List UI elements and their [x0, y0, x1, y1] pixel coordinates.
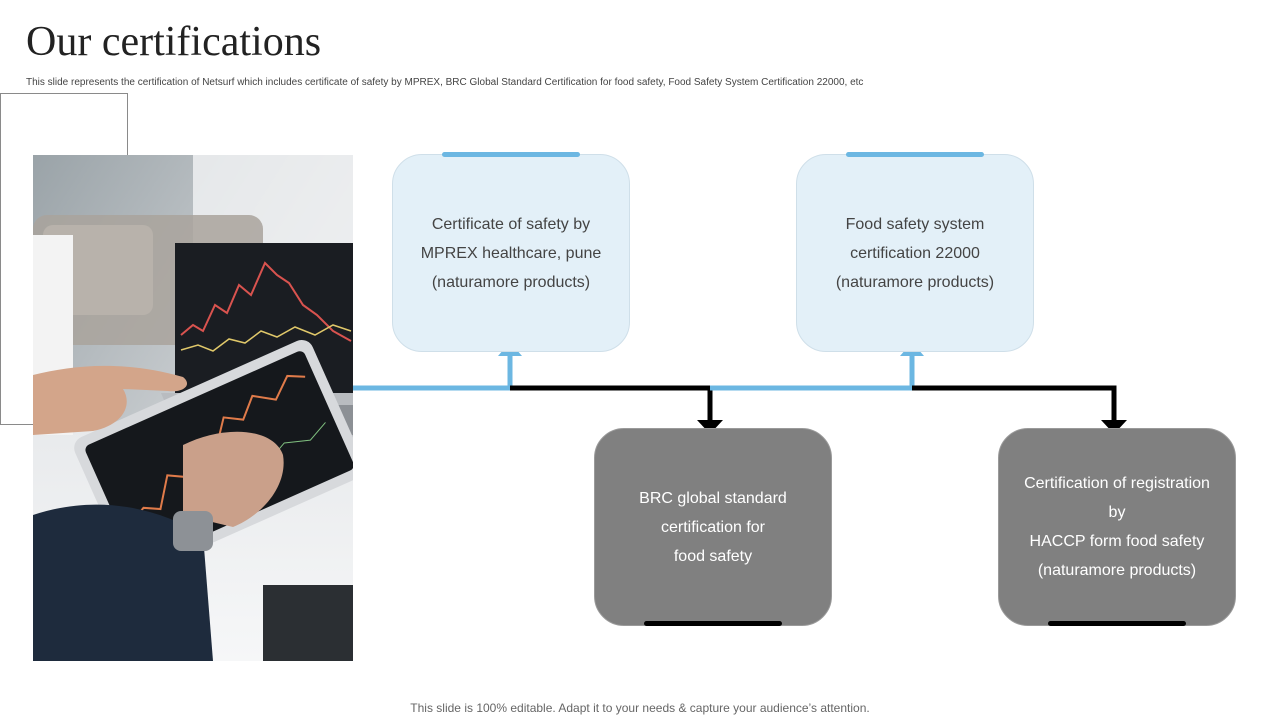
card-line: food safety [673, 547, 753, 565]
card-line: HACCP form food safety [1029, 533, 1205, 550]
tablet-chart-photo [33, 155, 353, 661]
card-line: Certificate of safety by [431, 215, 591, 233]
card-line: (naturamore products) [1037, 562, 1197, 579]
card-line: MPREX healthcare, pune [420, 244, 602, 262]
card-line: Certification of registration by [1024, 475, 1210, 521]
card-line: (naturamore products) [431, 273, 591, 291]
card-accent-bar [644, 621, 782, 626]
certification-card-haccp: Certification of registration by HACCP f… [998, 428, 1236, 626]
card-accent-bar [846, 152, 984, 157]
certification-card-mprex: Certificate of safety by MPREX healthcar… [392, 154, 630, 352]
card-line: (naturamore products) [835, 273, 995, 291]
card-line: Food safety system [845, 215, 985, 233]
slide-subtitle: This slide represents the certification … [26, 77, 864, 88]
slide-footer-note: This slide is 100% editable. Adapt it to… [410, 701, 870, 715]
card-accent-bar [442, 152, 580, 157]
card-line: BRC global standard [639, 489, 787, 507]
photo-illustration [33, 155, 353, 661]
card-accent-bar [1048, 621, 1186, 626]
certification-card-brc: BRC global standard certification for fo… [594, 428, 832, 626]
certification-card-fssc-22000: Food safety system certification 22000 (… [796, 154, 1034, 352]
card-line: certification for [660, 518, 766, 536]
slide-title: Our certifications [26, 19, 322, 65]
card-line: certification 22000 [850, 244, 980, 262]
